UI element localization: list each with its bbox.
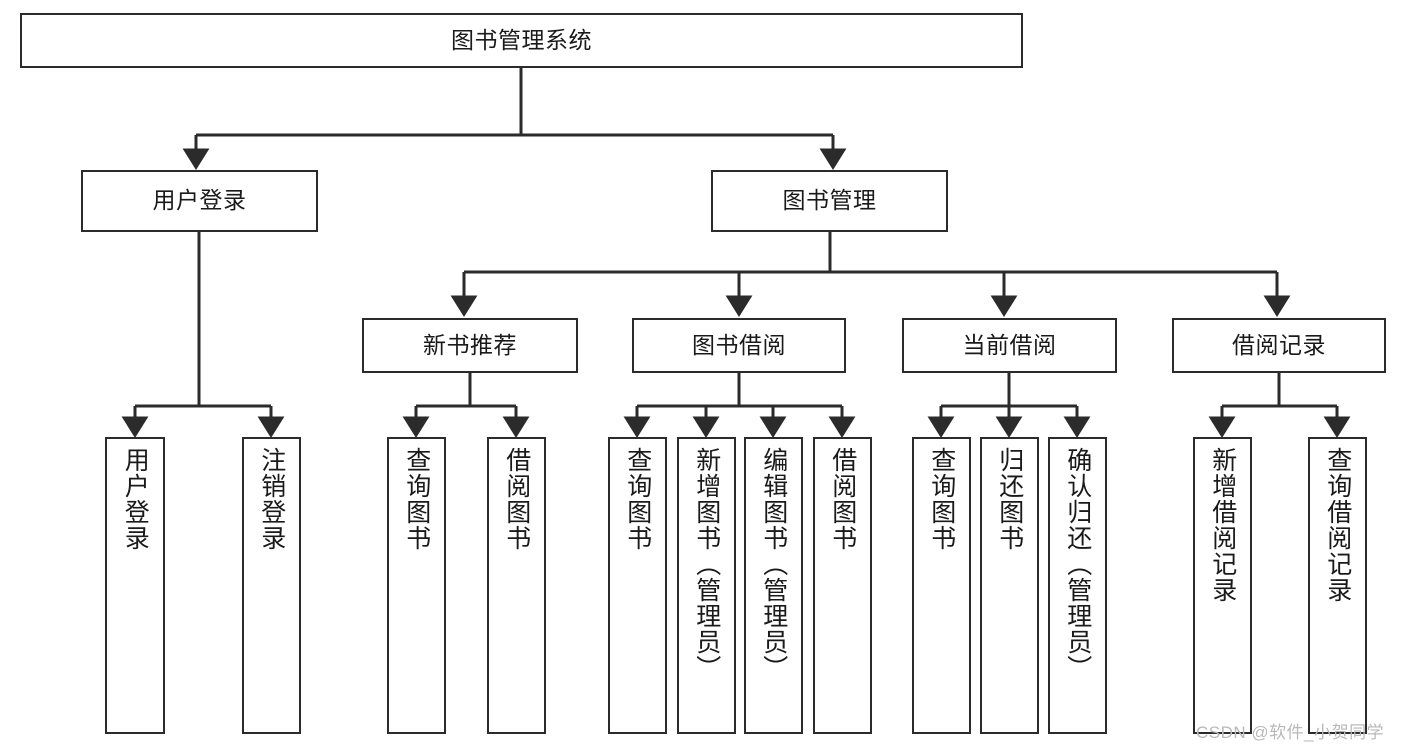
level3b-to-leaf-connectors xyxy=(623,373,856,438)
leaf-query-books-borrow[interactable]: 查询图书 xyxy=(608,437,667,734)
node-user-login[interactable]: 用户登录 xyxy=(81,170,318,232)
node-book-management[interactable]: 图书管理 xyxy=(711,170,948,232)
leaf-logout[interactable]: 注销登录 xyxy=(242,437,301,734)
node-label: 新增图书（管理员） xyxy=(692,447,721,681)
node-label: 归还图书 xyxy=(995,447,1024,551)
leaf-query-books-current[interactable]: 查询图书 xyxy=(912,437,971,734)
node-label: 查询图书 xyxy=(623,447,652,551)
leaf-edit-book-admin[interactable]: 编辑图书（管理员） xyxy=(744,437,803,734)
level3c-to-leaf-connectors xyxy=(927,373,1091,438)
leaf-user-login[interactable]: 用户登录 xyxy=(105,437,165,734)
node-label: 图书借阅 xyxy=(692,331,786,358)
level3a-to-leaf-connectors xyxy=(402,373,530,438)
node-label: 查询借阅记录 xyxy=(1323,447,1352,603)
node-label: 当前借阅 xyxy=(962,331,1057,358)
node-label: 确认归还（管理员） xyxy=(1063,447,1092,681)
node-label: 借阅记录 xyxy=(1232,331,1326,358)
node-label: 查询图书 xyxy=(927,447,956,551)
leaf-add-book-admin[interactable]: 新增图书（管理员） xyxy=(677,437,736,734)
leaf-borrow-books-recommend[interactable]: 借阅图书 xyxy=(487,437,546,734)
leaf-return-book[interactable]: 归还图书 xyxy=(980,437,1039,734)
node-label: 注销登录 xyxy=(257,447,286,551)
node-current-borrow[interactable]: 当前借阅 xyxy=(902,318,1117,373)
node-label: 借阅图书 xyxy=(828,447,857,551)
leaf-add-borrow-record[interactable]: 新增借阅记录 xyxy=(1193,437,1252,734)
node-label: 图书管理 xyxy=(782,187,877,214)
node-label: 编辑图书（管理员） xyxy=(759,447,788,681)
node-book-borrow[interactable]: 图书借阅 xyxy=(632,318,846,373)
node-label: 新书推荐 xyxy=(423,331,517,358)
node-new-book-recommend[interactable]: 新书推荐 xyxy=(362,318,578,373)
leaf-query-borrow-record[interactable]: 查询借阅记录 xyxy=(1308,437,1367,734)
leaf-confirm-return-admin[interactable]: 确认归还（管理员） xyxy=(1048,437,1107,734)
csdn-watermark: CSDN @软件_小贺同学 xyxy=(1196,723,1385,742)
level3d-to-leaf-connectors xyxy=(1208,373,1351,438)
leaf-query-books-recommend[interactable]: 查询图书 xyxy=(387,437,446,734)
node-label: 新增借阅记录 xyxy=(1208,447,1237,603)
node-root-system[interactable]: 图书管理系统 xyxy=(20,13,1023,68)
level2b-to-level3-connectors xyxy=(450,232,1291,317)
leaf-borrow-book[interactable]: 借阅图书 xyxy=(813,437,872,734)
node-label: 借阅图书 xyxy=(502,447,531,551)
node-borrow-records[interactable]: 借阅记录 xyxy=(1172,318,1386,373)
level2a-to-leaf-connectors xyxy=(121,232,285,438)
node-label: 图书管理系统 xyxy=(451,26,592,53)
node-label: 用户登录 xyxy=(152,187,247,214)
root-to-level2-connectors xyxy=(182,68,847,170)
node-label: 查询图书 xyxy=(402,447,431,551)
node-label: 用户登录 xyxy=(121,447,150,551)
